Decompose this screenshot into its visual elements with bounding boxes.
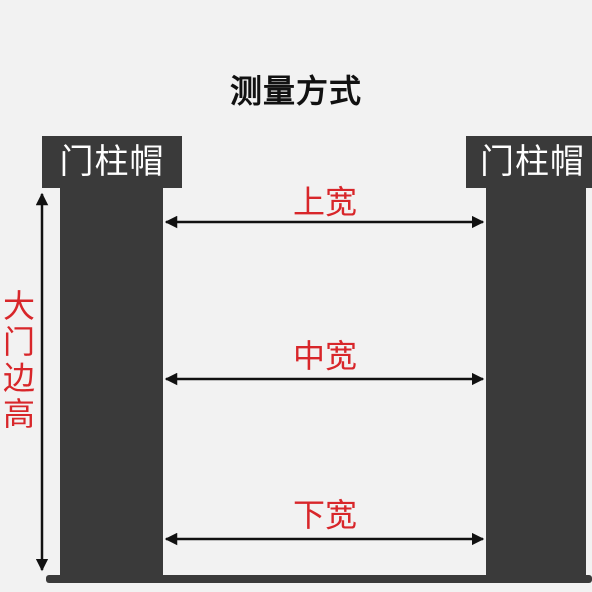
ground-line	[46, 575, 592, 583]
left-pillar-cap	[42, 136, 182, 188]
right-cap-label: 门柱帽	[480, 142, 585, 182]
top-width-label: 上宽	[292, 183, 357, 221]
left-cap-label: 门柱帽	[59, 142, 165, 182]
bottom-width-label: 下宽	[292, 496, 357, 534]
right-pillar	[486, 188, 586, 578]
height-label: 大门边高	[2, 287, 35, 433]
middle-width-label: 中宽	[292, 337, 357, 375]
diagram-title: 测量方式	[229, 72, 362, 110]
right-pillar-cap	[466, 136, 592, 188]
left-pillar	[60, 188, 163, 578]
